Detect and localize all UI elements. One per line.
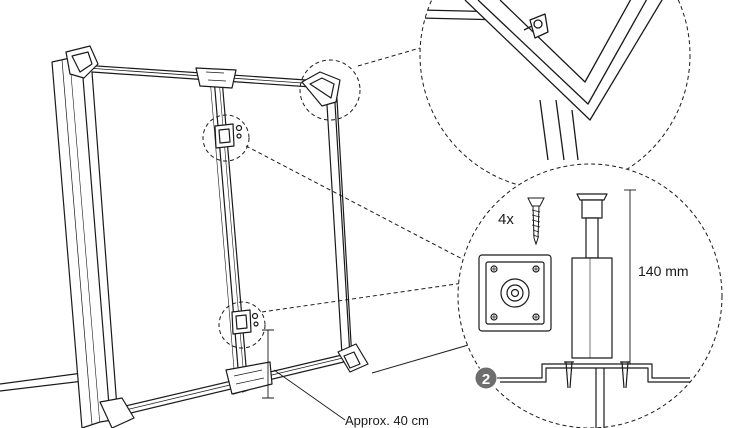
frame-assembly	[0, 45, 521, 428]
callout-upper-clip	[202, 114, 250, 162]
quantity-label: 4x	[498, 211, 514, 228]
mounting-plate	[478, 254, 552, 332]
zoom-corner-detail	[419, 0, 691, 191]
height-dimension	[624, 189, 636, 364]
distance-leader	[273, 369, 346, 421]
distance-label: Approx. 40 cm	[345, 413, 429, 428]
step-number: 2	[482, 371, 490, 388]
callout-circles	[202, 59, 361, 349]
callout-lower-clip	[218, 301, 266, 349]
base-bracket	[500, 361, 690, 428]
leader-lines	[245, 47, 471, 313]
step-badge: 2	[474, 366, 498, 390]
callout-top-right	[299, 59, 361, 121]
zoom-mount-detail: 2	[457, 163, 723, 428]
height-label: 140 mm	[638, 263, 689, 279]
screw-icon	[527, 197, 545, 246]
adjustable-foot	[571, 193, 613, 359]
